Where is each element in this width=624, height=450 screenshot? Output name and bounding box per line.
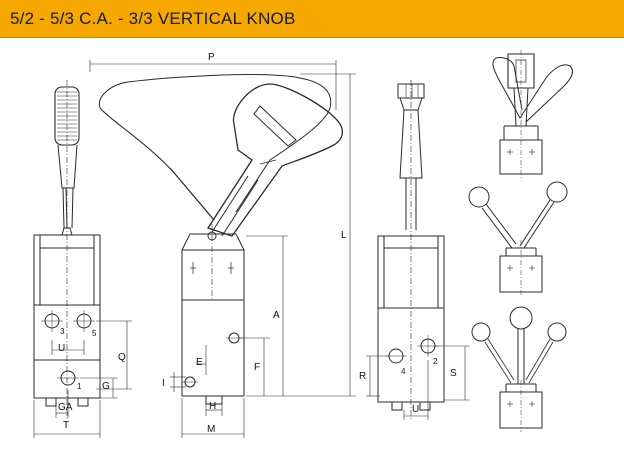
dim-label-i: I [162, 378, 165, 389]
port-label-3: 3 [60, 327, 65, 336]
variant-ball-lever [468, 181, 568, 296]
dim-label-ga: GA [58, 402, 73, 413]
port-label-4: 4 [401, 367, 406, 376]
left-side-view [33, 80, 132, 438]
variant-center-ball [471, 306, 567, 432]
dim-label-a: A [273, 310, 280, 321]
dim-label-u-left: U [58, 343, 65, 354]
dim-label-s: S [450, 368, 457, 379]
dim-label-f: F [254, 362, 260, 373]
port-label-1: 1 [77, 382, 82, 391]
dim-label-t: T [63, 420, 69, 431]
dim-label-q: Q [118, 352, 126, 363]
dim-label-g: G [102, 381, 110, 392]
center-front-view [89, 60, 356, 438]
page-title: 5/2 - 5/3 C.A. - 3/3 VERTICAL KNOB [10, 9, 296, 28]
right-side-view [366, 80, 470, 420]
dim-label-m: M [207, 424, 215, 435]
dim-label-r: R [359, 371, 366, 382]
dim-label-l: L [341, 230, 347, 241]
variant-t-handle [492, 50, 573, 178]
port-label-2: 2 [433, 357, 438, 366]
title-bar: 5/2 - 5/3 C.A. - 3/3 VERTICAL KNOB [0, 0, 624, 38]
title-underline [0, 37, 624, 38]
dim-label-e: E [196, 357, 203, 368]
dim-label-u-right: U [412, 404, 419, 415]
dim-label-h: H [209, 401, 216, 412]
dim-label-p: P [208, 52, 215, 63]
variant-views [468, 50, 573, 432]
port-label-5: 5 [92, 329, 97, 338]
